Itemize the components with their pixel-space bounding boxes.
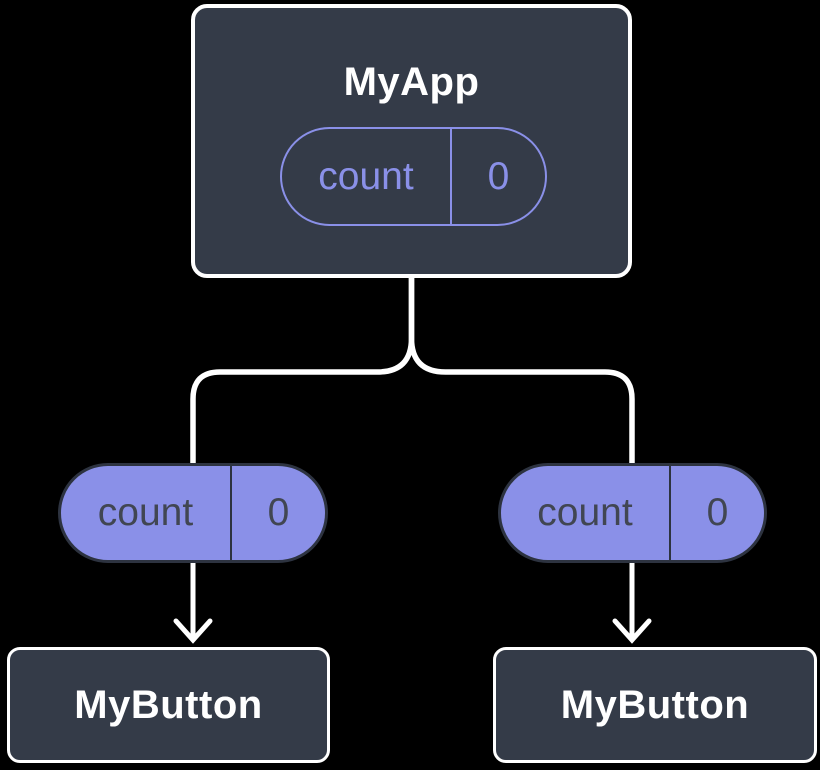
prop-pill-left-name: count xyxy=(97,491,194,534)
node-mybutton-right-title: MyButton xyxy=(560,682,750,727)
node-mybutton-left: MyButton xyxy=(7,647,330,763)
node-myapp-title: MyApp xyxy=(343,60,480,104)
node-mybutton-left-title: MyButton xyxy=(74,682,263,727)
node-myapp: MyApp count 0 xyxy=(191,4,632,278)
state-pill-myapp: count 0 xyxy=(280,127,547,226)
node-mybutton-right: MyButton xyxy=(493,647,817,763)
prop-pill-right-name: count xyxy=(537,491,633,534)
state-pill-value: 0 xyxy=(450,129,545,224)
arrow-down-left-icon xyxy=(173,559,213,644)
branch-line-left xyxy=(190,270,415,466)
prop-pill-left: count 0 xyxy=(58,463,328,563)
branch-line-right xyxy=(408,270,635,466)
prop-pill-right-value: 0 xyxy=(669,466,764,560)
prop-pill-left-value: 0 xyxy=(230,466,325,560)
state-pill-name: count xyxy=(318,154,414,198)
arrow-down-right-icon xyxy=(612,559,652,644)
prop-pill-right: count 0 xyxy=(498,463,767,563)
